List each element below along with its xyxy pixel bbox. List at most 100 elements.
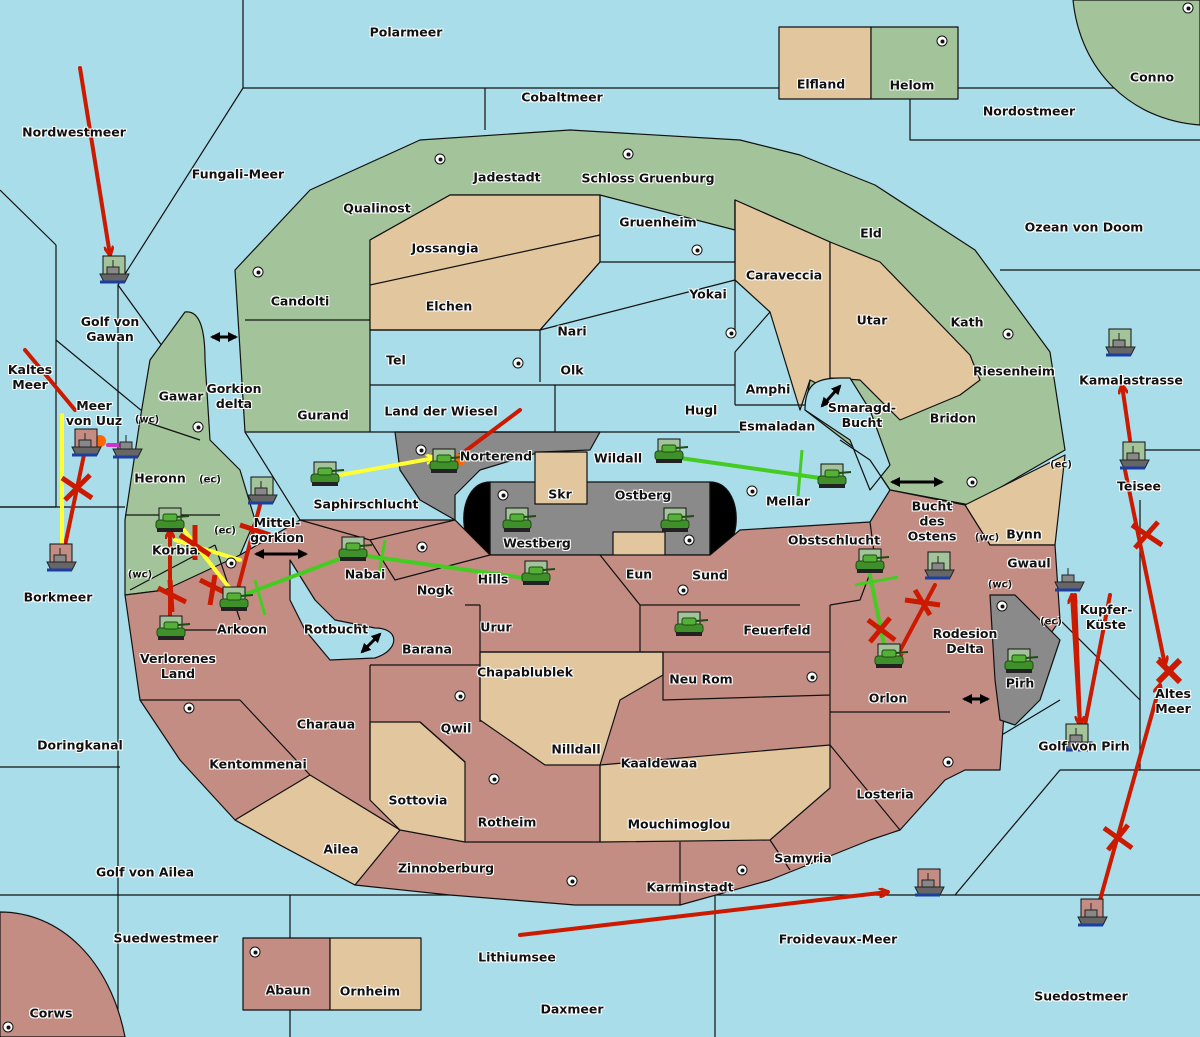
army-unit-icon[interactable] xyxy=(310,461,345,486)
label-doringkanal[interactable]: Doringkanal xyxy=(37,737,123,753)
label-gorkion-delta[interactable]: Gorkion delta xyxy=(206,381,262,411)
territory-ailea[interactable] xyxy=(234,774,401,886)
army-unit-icon[interactable] xyxy=(874,643,909,668)
label-nordostmeer[interactable]: Nordostmeer xyxy=(982,103,1076,119)
label-skr[interactable]: Skr xyxy=(548,486,572,502)
territory-conno[interactable] xyxy=(1072,0,1200,126)
label-candolti[interactable]: Candolti xyxy=(270,293,330,309)
label-teisee[interactable]: Teisee xyxy=(1116,478,1162,494)
label-losteria[interactable]: Losteria xyxy=(856,786,914,802)
army-unit-icon[interactable] xyxy=(855,548,890,573)
army-unit-icon[interactable] xyxy=(1004,648,1039,673)
fleet-unit-icon[interactable] xyxy=(1077,898,1108,927)
label-elchen[interactable]: Elchen xyxy=(425,298,473,314)
label-bynn[interactable]: Bynn xyxy=(1006,526,1042,542)
label-mouchimoglou[interactable]: Mouchimoglou xyxy=(627,816,731,832)
label-gawar[interactable]: Gawar xyxy=(158,388,204,404)
label-gruenheim[interactable]: Gruenheim xyxy=(619,214,697,230)
label-tel[interactable]: Tel xyxy=(386,352,406,368)
fleet-unit-icon[interactable] xyxy=(1062,723,1093,752)
fleet-unit-icon[interactable] xyxy=(1119,441,1150,470)
fleet-unit-icon[interactable] xyxy=(924,551,955,580)
fleet-unit-icon[interactable] xyxy=(46,543,77,572)
label-olk[interactable]: Olk xyxy=(560,362,584,378)
label-suedwestmeer[interactable]: Suedwestmeer xyxy=(113,930,219,946)
label-abaun[interactable]: Abaun xyxy=(265,982,311,998)
label-mellar[interactable]: Mellar xyxy=(765,493,811,509)
label-neu-rom[interactable]: Neu Rom xyxy=(669,671,733,687)
label-gurand[interactable]: Gurand xyxy=(297,407,349,423)
coast-tag-bynn-wc[interactable]: (wc) xyxy=(974,532,1000,544)
territory-green-north[interactable] xyxy=(234,129,1066,506)
label-arkoon[interactable]: Arkoon xyxy=(217,621,267,637)
label-golf-von-pirh[interactable]: Golf von Pirh xyxy=(1038,738,1130,754)
coast-tag-korbia-wc[interactable]: (wc) xyxy=(127,569,153,581)
fleet-unit-icon[interactable] xyxy=(112,435,143,459)
label-helom[interactable]: Helom xyxy=(889,77,935,93)
army-unit-icon[interactable] xyxy=(521,560,556,585)
label-norterend[interactable]: Norterend xyxy=(459,448,533,464)
label-nabai[interactable]: Nabai xyxy=(344,566,386,582)
label-jadestadt[interactable]: Jadestadt xyxy=(473,169,541,185)
label-golf-von-ailea[interactable]: Golf von Ailea xyxy=(95,864,195,880)
label-froidevaux-meer[interactable]: Froidevaux-Meer xyxy=(778,931,898,947)
label-rotheim[interactable]: Rotheim xyxy=(477,814,537,830)
label-hugl[interactable]: Hugl xyxy=(684,402,718,418)
territory-ornheim[interactable] xyxy=(329,937,422,1011)
fleet-unit-icon[interactable] xyxy=(1054,568,1085,592)
label-samyria[interactable]: Samyria xyxy=(774,850,832,866)
label-rodesion-delta[interactable]: Rodesion Delta xyxy=(932,626,998,656)
label-sund[interactable]: Sund xyxy=(692,567,728,583)
label-gwaul[interactable]: Gwaul xyxy=(1007,555,1051,571)
territory-skr[interactable] xyxy=(534,451,588,505)
label-feuerfeld[interactable]: Feuerfeld xyxy=(743,622,811,638)
label-eld[interactable]: Eld xyxy=(860,225,882,241)
label-rotbucht[interactable]: Rotbucht xyxy=(303,621,369,637)
label-obstschlucht[interactable]: Obstschlucht xyxy=(787,532,881,548)
label-caraveccia[interactable]: Caraveccia xyxy=(745,267,823,283)
label-cobaltmeer[interactable]: Cobaltmeer xyxy=(521,89,603,105)
army-unit-icon[interactable] xyxy=(338,536,373,561)
label-suedostmeer[interactable]: Suedostmeer xyxy=(1034,988,1128,1004)
label-jossangia[interactable]: Jossangia xyxy=(411,240,479,256)
label-smaragd-bucht[interactable]: Smaragd- Bucht xyxy=(827,400,897,430)
label-kentommenai[interactable]: Kentommenai xyxy=(209,756,307,772)
label-daxmeer[interactable]: Daxmeer xyxy=(540,1001,604,1017)
army-unit-icon[interactable] xyxy=(429,448,464,473)
fleet-unit-icon[interactable] xyxy=(99,255,130,284)
territory-corws[interactable] xyxy=(0,911,126,1037)
label-westberg[interactable]: Westberg xyxy=(503,535,571,551)
label-urur[interactable]: Urur xyxy=(480,619,512,635)
army-unit-icon[interactable] xyxy=(219,586,254,611)
label-korbia[interactable]: Korbia xyxy=(152,542,198,558)
label-charaua[interactable]: Charaua xyxy=(296,716,356,732)
label-bucht-des-ostens[interactable]: Bucht des Ostens xyxy=(907,498,957,544)
label-chapablublek[interactable]: Chapablublek xyxy=(476,664,574,680)
label-karminstadt[interactable]: Karminstadt xyxy=(646,879,734,895)
label-zinnoberburg[interactable]: Zinnoberburg xyxy=(397,860,495,876)
label-altes-meer[interactable]: Altes Meer xyxy=(1155,686,1191,716)
label-orlon[interactable]: Orlon xyxy=(868,690,908,706)
fleet-unit-icon[interactable] xyxy=(914,868,945,897)
label-riesenheim[interactable]: Riesenheim xyxy=(973,363,1055,379)
label-fungali-meer[interactable]: Fungali-Meer xyxy=(191,166,285,182)
label-qualinost[interactable]: Qualinost xyxy=(343,200,411,216)
army-unit-icon[interactable] xyxy=(654,438,689,463)
army-unit-icon[interactable] xyxy=(156,615,191,640)
fleet-unit-icon[interactable] xyxy=(1105,328,1136,357)
label-eun[interactable]: Eun xyxy=(625,566,653,582)
territory-elfland[interactable] xyxy=(778,26,872,100)
label-sottovia[interactable]: Sottovia xyxy=(388,792,448,808)
label-mittelgorkion[interactable]: Mittel- gorkion xyxy=(250,515,304,545)
label-hills[interactable]: Hills xyxy=(477,571,509,587)
fleet-unit-icon[interactable] xyxy=(71,428,102,457)
label-kamalastrasse[interactable]: Kamalastrasse xyxy=(1079,372,1183,388)
coast-tag-gwaul-ec[interactable]: (ec) xyxy=(1040,616,1062,628)
label-ostberg[interactable]: Ostberg xyxy=(614,487,672,503)
label-golf-von-gawan[interactable]: Golf von Gawan xyxy=(80,314,140,344)
label-ornheim[interactable]: Ornheim xyxy=(339,983,401,999)
label-saphirschlucht[interactable]: Saphirschlucht xyxy=(313,496,419,512)
label-bridon[interactable]: Bridon xyxy=(929,410,977,426)
army-unit-icon[interactable] xyxy=(817,463,852,488)
label-kaltes-meer[interactable]: Kaltes Meer xyxy=(7,362,53,392)
